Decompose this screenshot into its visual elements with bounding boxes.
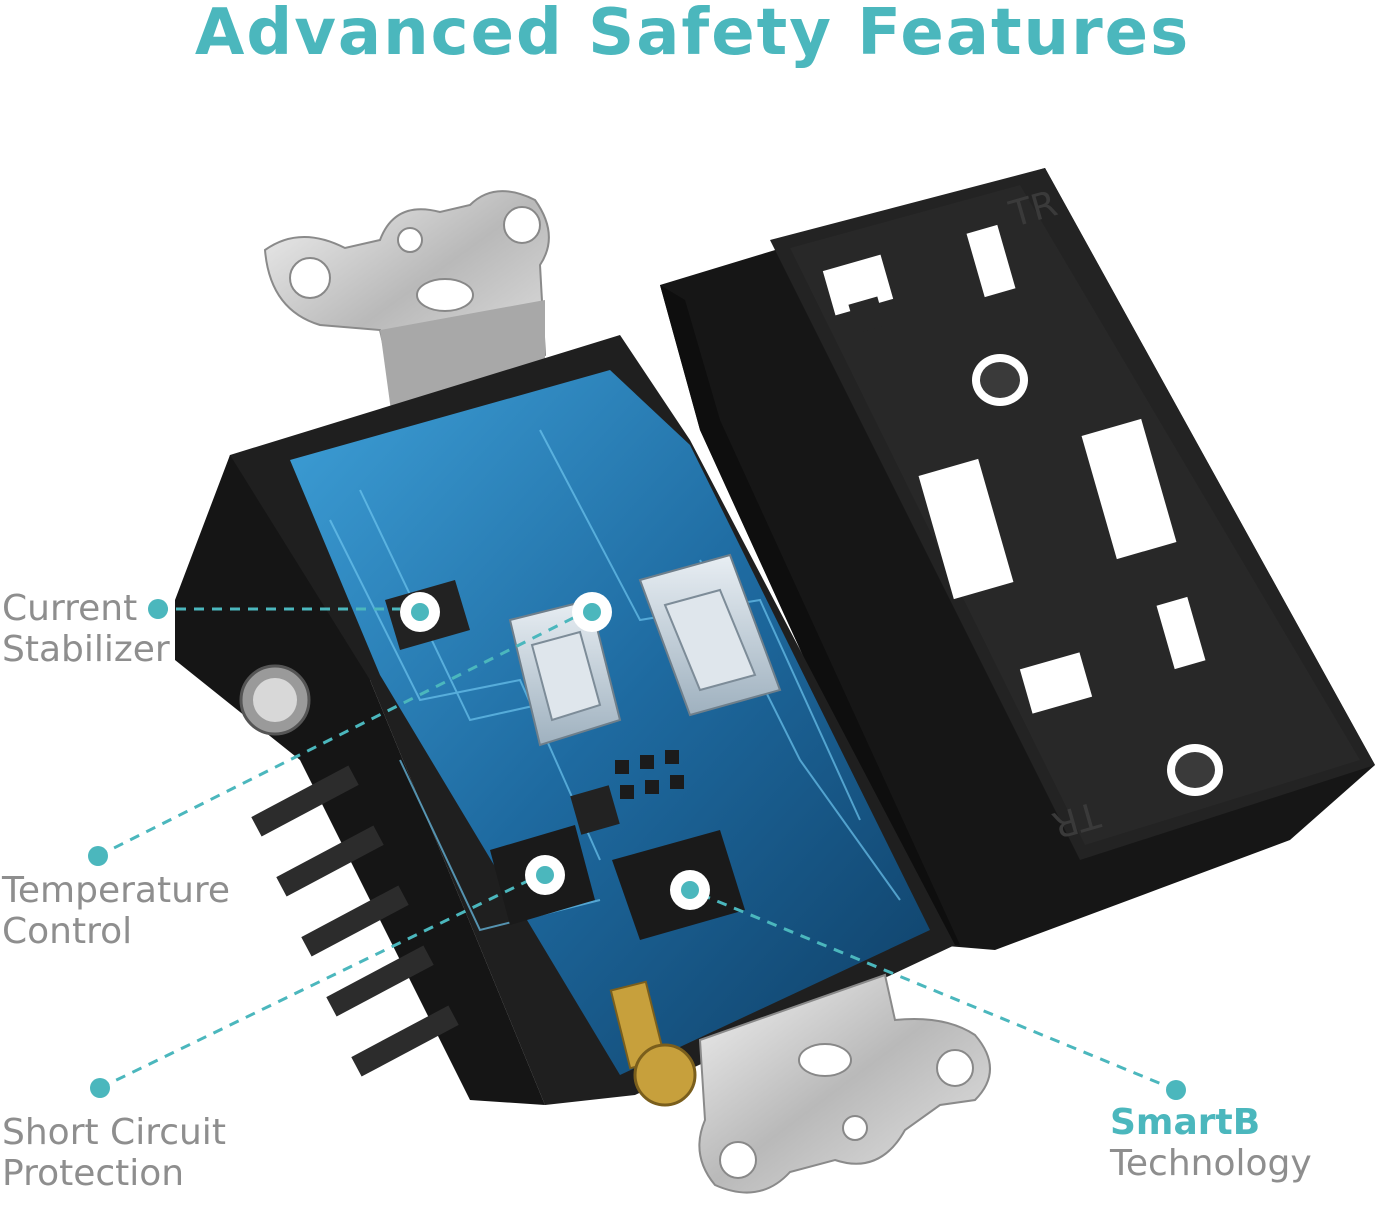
mounting-strap-bottom [698, 973, 991, 1194]
usb-slot-left [918, 458, 1014, 600]
dot-current-stabilizer [148, 599, 168, 619]
leader-smartb [689, 888, 1177, 1092]
ground-slot-bottom [1019, 652, 1093, 714]
label-temperature-control: Temperature Control [2, 870, 230, 952]
label-current-stabilizer: Current Stabilizer [2, 588, 170, 670]
label-temperature-control-line2: Control [2, 911, 133, 952]
outlet-housing [175, 335, 955, 1107]
page-title: Advanced Safety Features [194, 0, 1191, 70]
leader-temperature-control [97, 610, 586, 858]
dot-smartb [1166, 1080, 1186, 1100]
label-temperature-control-line1: Temperature [2, 870, 231, 911]
label-smartb-technology: SmartB Technology [1110, 1102, 1312, 1184]
label-current-stabilizer-line2: Stabilizer [2, 629, 170, 670]
label-smartb-line2: Technology [1110, 1143, 1312, 1184]
label-short-circuit-line1: Short Circuit [2, 1112, 226, 1153]
leader-short-circuit [99, 873, 541, 1090]
dot-short-circuit [90, 1078, 110, 1098]
label-smartb-line1: SmartB [1110, 1102, 1261, 1143]
usb-slot-right [1081, 418, 1177, 560]
prong-slot-top [966, 224, 1016, 298]
label-short-circuit-protection: Short Circuit Protection [2, 1112, 226, 1194]
outlet-cover: TR TR [660, 168, 1375, 950]
label-current-stabilizer-line1: Current [2, 588, 138, 629]
prong-slot-bottom [1156, 596, 1206, 670]
label-short-circuit-line2: Protection [2, 1153, 185, 1194]
callouts [97, 607, 1177, 1092]
dot-temperature-control [88, 846, 108, 866]
